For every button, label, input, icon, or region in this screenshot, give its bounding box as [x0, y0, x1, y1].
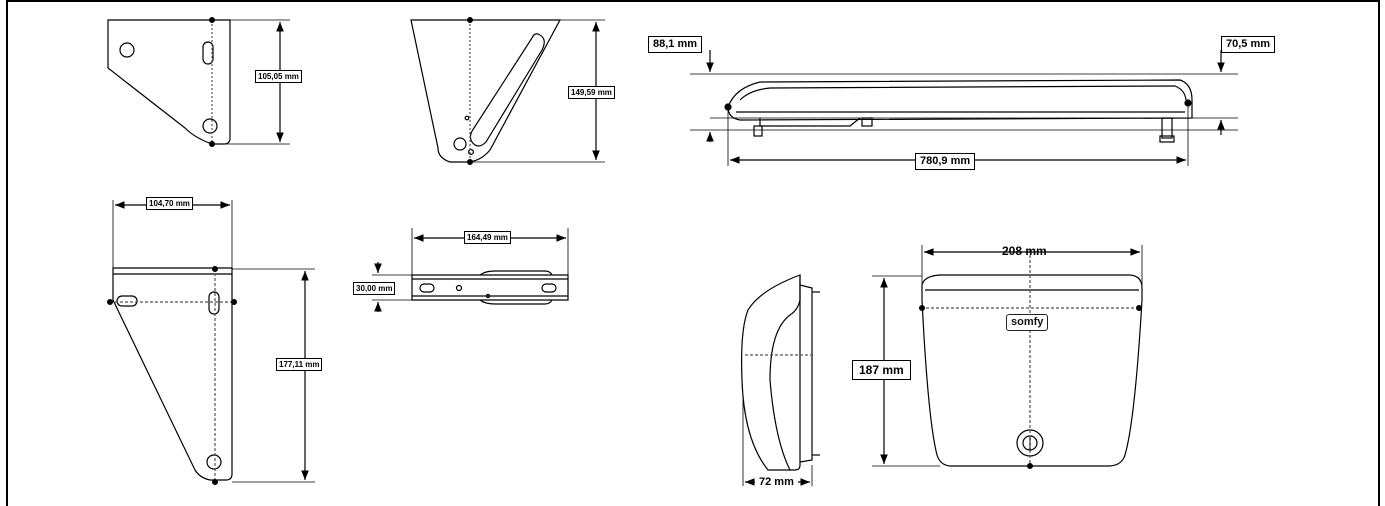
dimension-label-motor-height-left: 88,1 mm — [648, 36, 703, 53]
dimension-label-bracket-front-width: 104,70 mm — [146, 197, 193, 210]
dimension-label-bracket-front-height: 177,11 mm — [276, 358, 323, 371]
dimension-label-bracket-slot-height: 149,59 mm — [568, 86, 615, 99]
housing-side-view — [741, 274, 820, 486]
dimension-label-motor-length: 780,9 mm — [915, 153, 976, 170]
dimension-label-housing-width: 208 mm — [1002, 244, 1047, 258]
dimension-label-motor-height-right: 70,5 mm — [1221, 36, 1276, 53]
motor-side-view — [690, 50, 1238, 166]
bracket-front-view — [106, 200, 315, 486]
dimension-label-housing-depth: 72 mm — [755, 475, 798, 490]
bracket-side-view — [107, 17, 290, 148]
dimension-label-bracket-side-height: 105,05 mm — [255, 70, 302, 83]
dimension-label-housing-height: 187 mm — [852, 360, 911, 380]
dimension-label-rail-height: 30,00 mm — [353, 282, 396, 295]
drawing-frame — [6, 0, 1380, 506]
housing-front-view — [872, 245, 1143, 470]
somfy-logo: somfy — [1006, 314, 1049, 331]
rail-view — [372, 228, 569, 312]
dimension-label-rail-length: 164,49 mm — [464, 231, 511, 244]
